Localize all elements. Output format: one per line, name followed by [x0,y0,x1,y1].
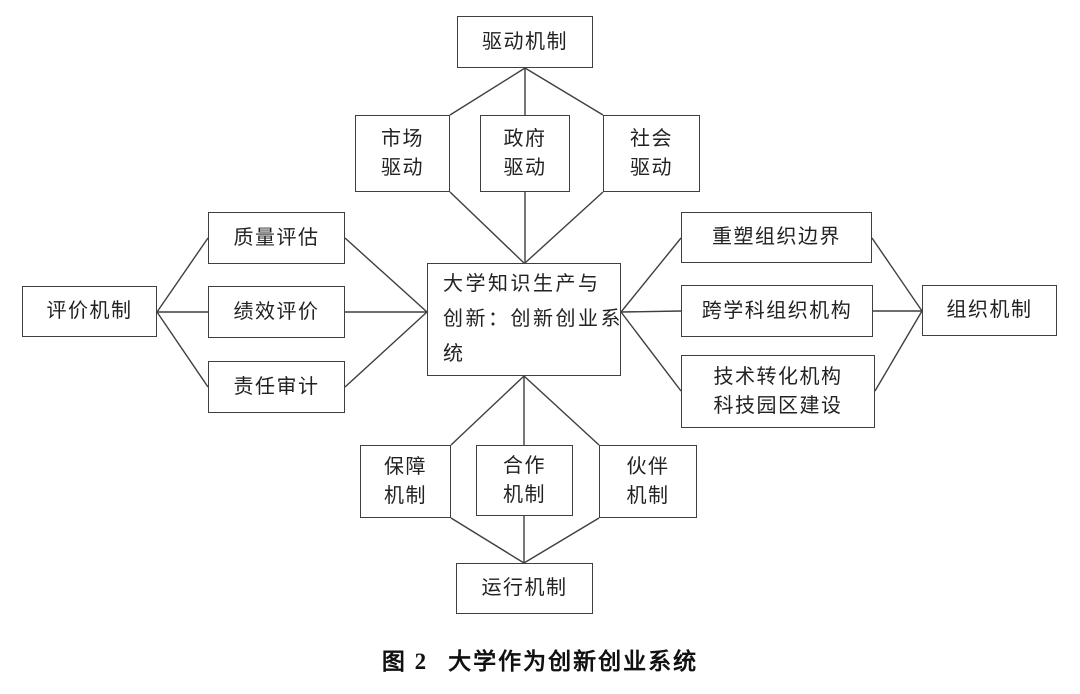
figure-caption: 图 2 大学作为创新创业系统 [0,642,1080,676]
node-label: 驱动机制 [482,30,568,53]
node-evaluation-mechanism: 评价机制 [22,286,157,337]
node-label: 评价机制 [46,300,133,322]
node-central-system: 大学知识生产与 创新：创新创业系 统 [427,263,621,376]
node-label-line: 社会 [630,127,673,150]
node-society-driven: 社会 驱动 [603,115,700,192]
node-label-line: 机制 [503,483,546,506]
node-label: 质量评估 [233,226,320,249]
node-partner-mechanism: 伙伴 机制 [599,445,697,518]
node-label: 跨学科组织机构 [701,299,853,322]
node-label-line: 创新：创新创业系 [443,308,623,330]
node-label-line: 大学知识生产与 [443,273,601,295]
node-operation-mechanism: 运行机制 [456,563,593,614]
node-label: 运行机制 [481,577,568,599]
node-label-line: 科技园区建设 [713,394,843,417]
node-label-line: 政府 [503,127,547,150]
figure-caption-number: 图 2 [381,649,429,674]
node-government-driven: 政府 驱动 [480,115,570,192]
node-label-line: 保障 [384,455,427,478]
node-guarantee-mechanism: 保障 机制 [360,445,451,518]
node-label-line: 伙伴 [626,455,670,478]
node-responsibility-audit: 责任审计 [208,361,345,413]
node-tech-transfer-science-park: 技术转化机构 科技园区建设 [681,355,875,428]
node-performance-evaluation: 绩效评价 [208,286,345,338]
node-label-line: 合作 [503,454,546,477]
node-interdisciplinary-organizations: 跨学科组织机构 [681,285,873,337]
node-label-line: 驱动 [630,156,673,179]
node-label-line: 机制 [384,484,427,507]
node-cooperation-mechanism: 合作 机制 [476,445,573,516]
node-label: 责任审计 [233,375,320,398]
node-label: 组织机制 [946,299,1033,321]
node-label-line: 市场 [381,127,424,150]
node-label: 绩效评价 [233,300,320,323]
node-market-driven: 市场 驱动 [355,115,450,192]
node-label-line: 机制 [626,484,670,507]
node-reshape-boundaries: 重塑组织边界 [681,212,872,263]
figure-caption-title: 大学作为创新创业系统 [448,649,699,674]
node-label-line: 驱动 [503,156,547,179]
node-label-line: 驱动 [381,156,424,179]
node-drive-mechanism: 驱动机制 [457,16,593,68]
node-label: 重塑组织边界 [712,226,841,248]
node-quality-assessment: 质量评估 [208,212,345,264]
node-label-line: 技术转化机构 [713,365,843,388]
node-label-line: 统 [443,343,466,365]
node-organization-mechanism: 组织机制 [922,285,1057,336]
